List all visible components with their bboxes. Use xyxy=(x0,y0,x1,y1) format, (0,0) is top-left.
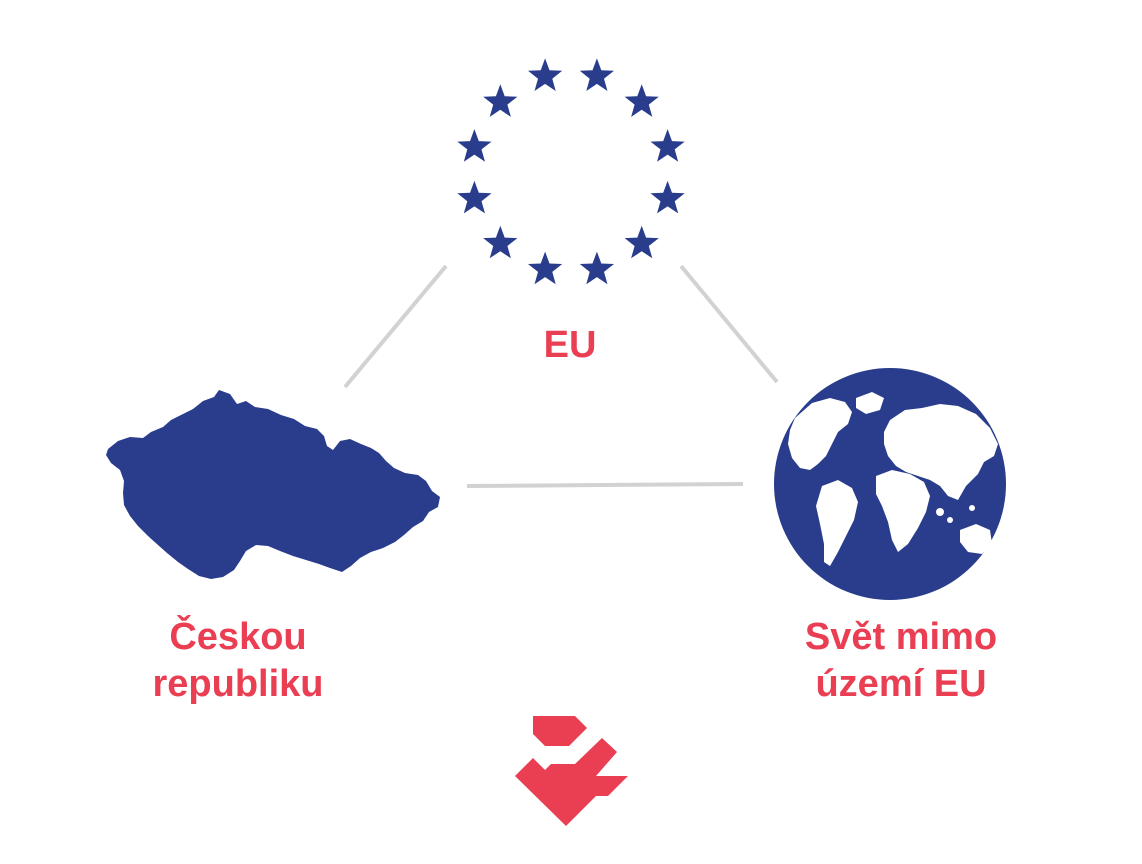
world-label-line1: Svět mimo xyxy=(804,616,998,658)
eu-star-icon xyxy=(528,251,563,285)
eu-star-icon xyxy=(624,84,659,117)
czech-label: Českou republiku xyxy=(88,614,388,708)
eu-star-icon xyxy=(624,225,659,259)
czech-label-line2: republiku xyxy=(152,663,324,705)
czech-republic-map-icon xyxy=(106,390,440,579)
eu-star-icon xyxy=(457,180,492,214)
globe-icon xyxy=(774,368,1006,600)
connector-eu-world xyxy=(679,264,779,384)
czech-label-line1: Českou xyxy=(169,616,307,658)
eu-flag-stars-icon xyxy=(457,58,685,285)
eu-star-icon xyxy=(483,84,518,117)
eu-label-text: EU xyxy=(543,324,597,366)
connector-czech-world xyxy=(466,482,744,488)
world-label-line2: území EU xyxy=(815,663,987,705)
world-label: Svět mimo území EU xyxy=(746,614,1056,708)
brand-logo-icon xyxy=(515,716,628,826)
eu-label: EU xyxy=(470,322,670,369)
eu-star-icon xyxy=(650,180,685,214)
eu-star-icon xyxy=(579,251,614,285)
eu-star-icon xyxy=(579,58,614,91)
eu-star-icon xyxy=(457,129,492,162)
eu-star-icon xyxy=(650,129,685,162)
connector-eu-czech xyxy=(343,264,448,389)
eu-star-icon xyxy=(528,58,563,91)
eu-star-icon xyxy=(483,225,518,259)
